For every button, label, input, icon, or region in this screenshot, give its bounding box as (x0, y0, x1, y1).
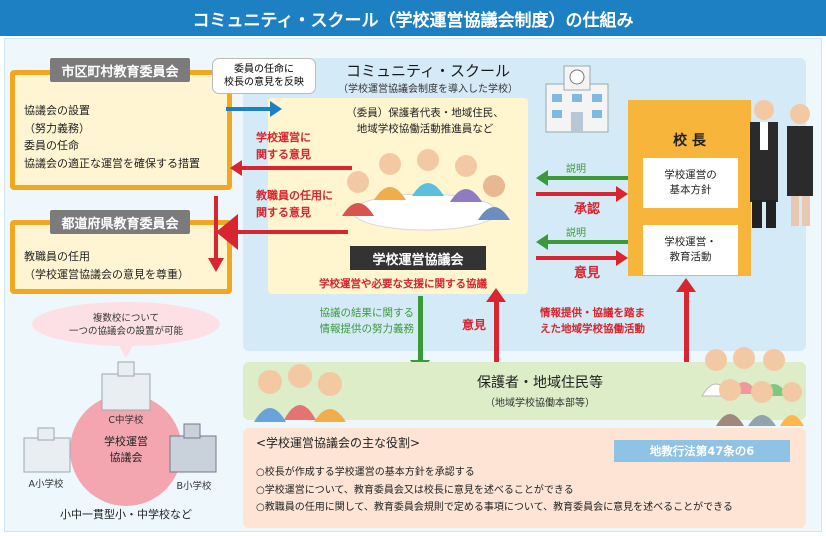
activity-flow-line-2: えた地域学校協働活動 (540, 322, 645, 335)
municipal-board-heading: 市区町村教育委員会 (50, 58, 190, 82)
council-label: 学校運営協議会 (350, 246, 486, 270)
multi-circle-line-1: 学校運営 (104, 435, 148, 448)
multi-bubble-line-1: 複数校について (92, 313, 160, 324)
activity-flow-label: 情報提供・協議を踏まえた地域学校協働活動 (540, 306, 645, 338)
principal-woman-icon (787, 104, 813, 226)
staff-opinion-arrow (208, 196, 348, 272)
c-school-icon (101, 361, 151, 411)
speech-bubble (32, 302, 220, 346)
residents-illustration (701, 347, 804, 426)
opinion-flow-label: 意見 (462, 318, 487, 332)
resident-icon (716, 379, 744, 426)
prefectural-board-items: 教職員の任用 （学校運営協議会の意見を尊重） (24, 248, 224, 283)
resident-icon (780, 382, 804, 426)
opinion-school-ops-line-2: 関する意見 (256, 147, 311, 161)
role-item-2: ○学校運営について、教育委員会又は校長に意見を述べることができる (256, 484, 574, 496)
page-title: コミュニティ・スクール（学校運営協議会制度）の仕組み (0, 0, 826, 36)
multi-circle-line-2: 協議会 (109, 450, 143, 464)
approve-arrow (536, 186, 628, 202)
prefectural-board-heading: 都道府県教育委員会 (50, 210, 190, 234)
person-icon (342, 171, 374, 216)
principal-man-icon (750, 100, 778, 228)
parents-illustration (254, 364, 346, 422)
person-icon (374, 153, 406, 200)
explain-label-1: 説明 (566, 164, 586, 175)
role-item-3: ○教職員の任用に関して、教育委員会規則で定める事項について、教育委員会に意見を述… (256, 502, 733, 513)
opinion-school-ops: 学校運営に関する意見 (256, 130, 311, 163)
opinion-school-ops-line-1: 学校運営に (256, 131, 311, 144)
appoint-arrow (226, 101, 282, 117)
prefectural-board-box (10, 220, 232, 294)
law-reference: 地教行法第47条の6 (614, 440, 790, 462)
opinion-label: 意見 (574, 266, 601, 281)
multi-bubble-line-2: 一つの協議会の設置が可能 (68, 326, 183, 338)
prefectural-item-2: （学校運営協議会の意見を尊重） (24, 267, 189, 281)
council-circle (70, 394, 182, 506)
info-flow-line-2: 情報提供の努力義務 (319, 322, 415, 335)
opinion-staff-line-1: 教職員の任用に (256, 189, 333, 202)
appointment-callout: 委員の任命に校長の意見を反映 (212, 58, 316, 94)
community-school-subtitle: （学校運営協議会制度を導入した学校） (338, 84, 518, 95)
municipal-item-1: 協議会の設置 (24, 104, 90, 117)
council-support: 学校運営や必要な支援に関する協議 (319, 278, 487, 290)
principal-people-illustration (750, 100, 813, 228)
multi-school-illustration (23, 302, 220, 506)
principal-card-activities: 学校運営・教育活動 (643, 225, 738, 275)
opinion-arrow-right (536, 250, 628, 266)
card-policy-line-2: 基本方針 (669, 184, 712, 196)
parent-icon (314, 372, 346, 422)
explain-arrow-2 (536, 234, 628, 250)
municipal-item-4: 協議会の適正な運営を確保する措置 (24, 156, 200, 170)
person-icon (450, 155, 482, 202)
c-school-label: C中学校 (108, 415, 144, 426)
explain-label-2: 説明 (566, 228, 586, 239)
roles-heading: <学校運営協議会の主な役割> (256, 436, 421, 450)
municipal-item-3: 委員の任命 (24, 139, 79, 153)
council-meeting-illustration (342, 149, 510, 231)
opinion-staff: 教職員の任用に関する意見 (256, 188, 333, 221)
b-school-icon (169, 423, 217, 473)
opinion-up-arrow (486, 288, 506, 366)
school-building-icon (545, 65, 609, 133)
members-line-2: 地域学校協働活動推進員など (356, 122, 494, 135)
person-icon (478, 175, 510, 220)
info-flow-label: 協議の結果に関する情報提供の努力義務 (306, 306, 415, 338)
parent-icon (284, 364, 316, 420)
person-icon (412, 149, 444, 196)
multi-caption: 小中一貫型小・中学校など (60, 508, 192, 521)
principal-card-policy: 学校運営の基本方針 (643, 158, 738, 208)
callout-line-2: 校長の意見を反映 (224, 77, 304, 88)
prefectural-item-1: 教職員の任用 (24, 250, 90, 263)
resident-icon (748, 381, 776, 426)
card-activities-line-1: 学校運営・ (664, 235, 717, 248)
callout-line-1: 委員の任命に (234, 63, 294, 75)
community-school-title: コミュニティ・スクール (345, 62, 511, 80)
activity-flow-line-1: 情報提供・協議を踏ま (540, 307, 645, 319)
municipal-board-items: 協議会の設置 （努力義務） 委員の任命 協議会の適正な運営を確保する措置 (24, 102, 224, 172)
card-activities-line-2: 教育活動 (669, 251, 712, 263)
a-school-label: A小学校 (28, 479, 64, 490)
a-school-icon (23, 427, 71, 473)
b-school-label: B小学校 (176, 481, 212, 492)
multi-bubble-text: 複数校について一つの協議会の設置が可能 (36, 312, 216, 339)
municipal-item-2: （努力義務） (24, 121, 90, 135)
role-item-1: ○校長が作成する学校運営の基本方針を承認する (256, 467, 475, 478)
explain-arrow-1 (536, 170, 628, 186)
activity-up-arrow (676, 278, 696, 370)
guardians-label: 保護者・地域住民等 (477, 375, 603, 391)
members-line-1: （委員）保護者代表・地域住民、 (346, 107, 504, 119)
guardians-sub: （地域学校協働本部等） (485, 398, 595, 409)
approve-label: 承認 (574, 202, 601, 217)
info-flow-line-1: 協議の結果に関する (319, 307, 415, 319)
council-members: （委員）保護者代表・地域住民、 地域学校協働活動推進員など (330, 106, 520, 138)
multi-circle-label: 学校運営協議会 (86, 434, 166, 466)
parent-icon (254, 370, 286, 422)
roles-list: ○校長が作成する学校運営の基本方針を承認する ○学校運営について、教育委員会又は… (256, 464, 802, 517)
principal-heading: 校 長 (673, 133, 706, 149)
school-ops-opinion-arrow (230, 160, 352, 176)
opinion-staff-line-2: 関する意見 (256, 205, 311, 219)
card-policy-line-1: 学校運営の (664, 168, 717, 181)
municipal-board-box (10, 70, 232, 190)
